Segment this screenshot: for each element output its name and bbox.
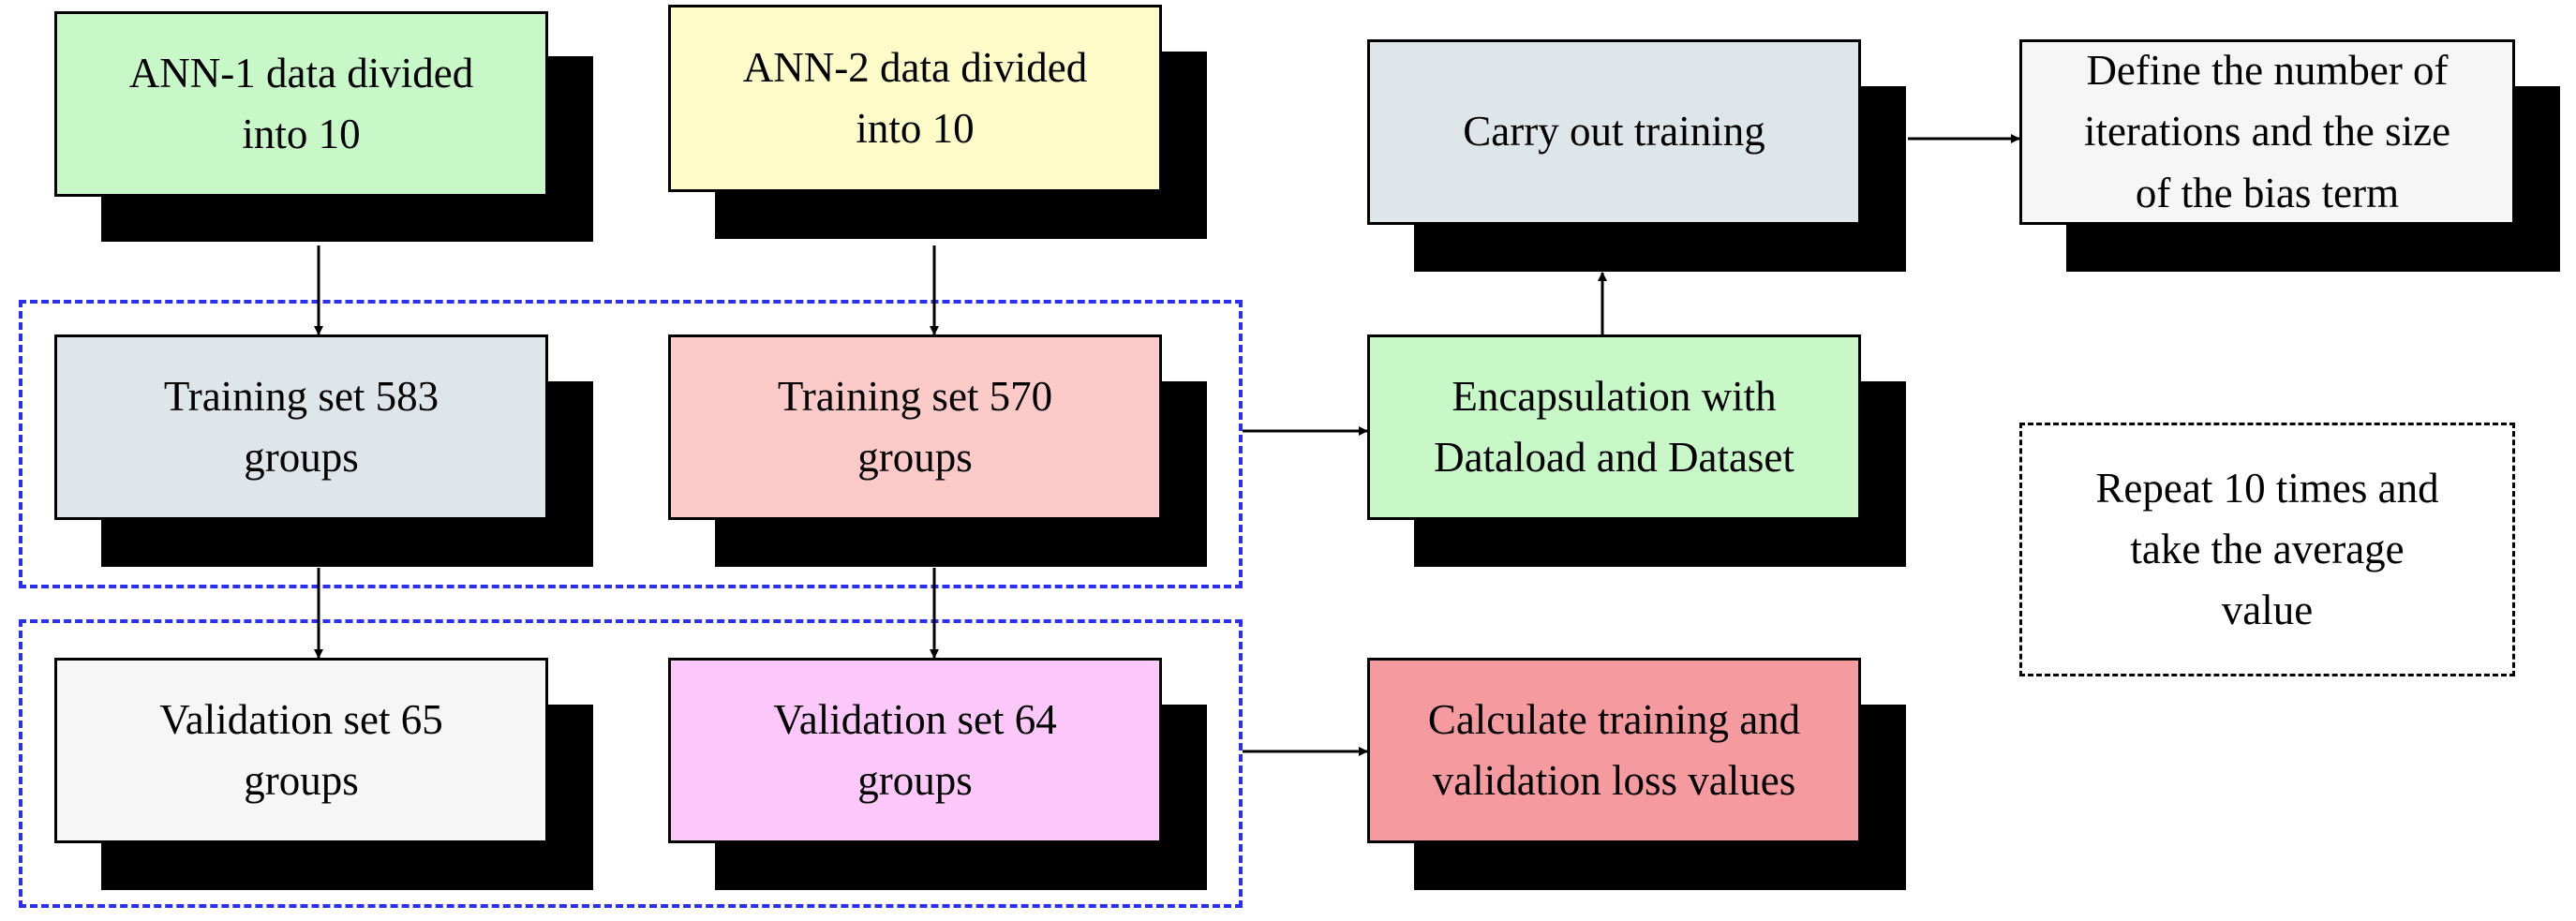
ann1-data-label: ANN-1 data divided into 10 (128, 49, 474, 157)
encapsulation-label: Encapsulation with Dataload and Dataset (1434, 372, 1794, 481)
training-set-570-box: Training set 570 groups (668, 334, 1162, 520)
training-set-583-label: Training set 583 groups (163, 372, 439, 481)
validation-set-65-box: Validation set 65 groups (54, 658, 548, 843)
carry-out-training-label: Carry out training (1463, 108, 1765, 156)
validation-sets-group (19, 619, 1243, 908)
training-set-583-box: Training set 583 groups (54, 334, 548, 520)
training-sets-group (19, 300, 1243, 588)
validation-set-64-label: Validation set 64 groups (773, 695, 1057, 804)
validation-set-65-label: Validation set 65 groups (159, 695, 443, 804)
encapsulation-box: Encapsulation with Dataload and Dataset (1367, 334, 1861, 520)
define-iterations-label: Define the number of iterations and the … (2083, 47, 2451, 216)
carry-out-training-box: Carry out training (1367, 39, 1861, 225)
repeat-note-label: Repeat 10 times and take the average val… (2095, 464, 2439, 634)
define-iterations-box: Define the number of iterations and the … (2019, 39, 2515, 225)
calculate-loss-box: Calculate training and validation loss v… (1367, 658, 1861, 843)
calculate-loss-label: Calculate training and validation loss v… (1427, 695, 1801, 804)
validation-set-64-box: Validation set 64 groups (668, 658, 1162, 843)
ann1-data-box: ANN-1 data divided into 10 (54, 11, 548, 197)
training-set-570-label: Training set 570 groups (777, 372, 1053, 481)
repeat-note: Repeat 10 times and take the average val… (2019, 423, 2515, 676)
ann2-data-box: ANN-2 data divided into 10 (668, 5, 1162, 192)
ann2-data-label: ANN-2 data divided into 10 (742, 43, 1088, 152)
